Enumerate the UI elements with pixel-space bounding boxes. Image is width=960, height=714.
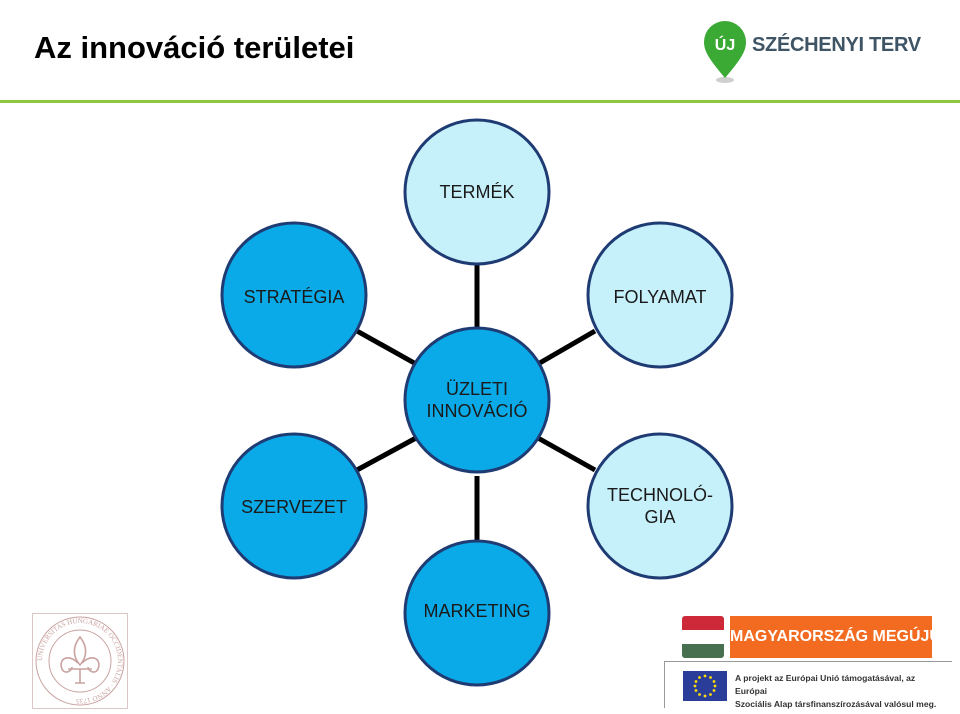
slogan-text: MAGYARORSZÁG MEGÚJUL xyxy=(730,616,951,658)
node-marketing xyxy=(403,539,551,687)
node-center xyxy=(403,326,551,474)
connector-folyamat xyxy=(536,328,597,367)
node-folyamat xyxy=(586,221,734,369)
hungarian-flag-icon xyxy=(682,616,724,658)
node-technologia xyxy=(586,432,734,580)
node-termek-label: TERMÉK xyxy=(439,182,515,202)
connectors xyxy=(355,264,597,542)
connector-szervezet xyxy=(355,435,418,473)
eu-text-line2: Szociális Alap társfinanszírozásával val… xyxy=(735,699,937,709)
node-szervezet-label: SZERVEZET xyxy=(241,497,347,517)
node-technologia-label: TECHNOLÓ- GIA xyxy=(590,484,730,528)
node-center-label: ÜZLETI INNOVÁCIÓ xyxy=(407,378,547,422)
szechenyi-terv-logo: ÚJ SZÉCHENYI TERV xyxy=(700,18,940,88)
page-title: Az innováció területei xyxy=(34,30,355,65)
title-divider xyxy=(0,100,960,103)
connector-strategia xyxy=(355,328,418,367)
eu-flag-icon xyxy=(683,671,727,701)
eu-funding-notice: A projekt az Európai Unió támogatásával,… xyxy=(664,661,952,709)
magyarorszag-megujul-banner: MAGYARORSZÁG MEGÚJUL xyxy=(682,616,951,658)
node-folyamat-label: FOLYAMAT xyxy=(613,287,707,307)
logo-badge: ÚJ xyxy=(715,35,735,54)
map-pin-icon: ÚJ xyxy=(704,21,746,83)
university-seal: UNIVERSITAS HUNGARIAE OCCIDENTALIS · ANN… xyxy=(32,613,128,709)
node-strategia-label: STRATÉGIA xyxy=(243,287,345,307)
node-technologia-line2: GIA xyxy=(644,507,676,527)
connector-technologia xyxy=(536,435,597,473)
node-szervezet xyxy=(220,432,368,580)
logo-text: SZÉCHENYI TERV xyxy=(752,34,921,56)
node-center-line1: ÜZLETI xyxy=(445,379,508,399)
node-strategia xyxy=(220,221,368,369)
node-termek xyxy=(403,118,551,266)
node-marketing-label: MARKETING xyxy=(423,601,531,621)
node-technologia-line1: TECHNOLÓ- xyxy=(606,485,713,505)
node-center-line2: INNOVÁCIÓ xyxy=(426,401,528,421)
fleur-de-lis-icon xyxy=(60,635,100,684)
eu-text-line1: A projekt az Európai Unió támogatásával,… xyxy=(735,673,916,696)
